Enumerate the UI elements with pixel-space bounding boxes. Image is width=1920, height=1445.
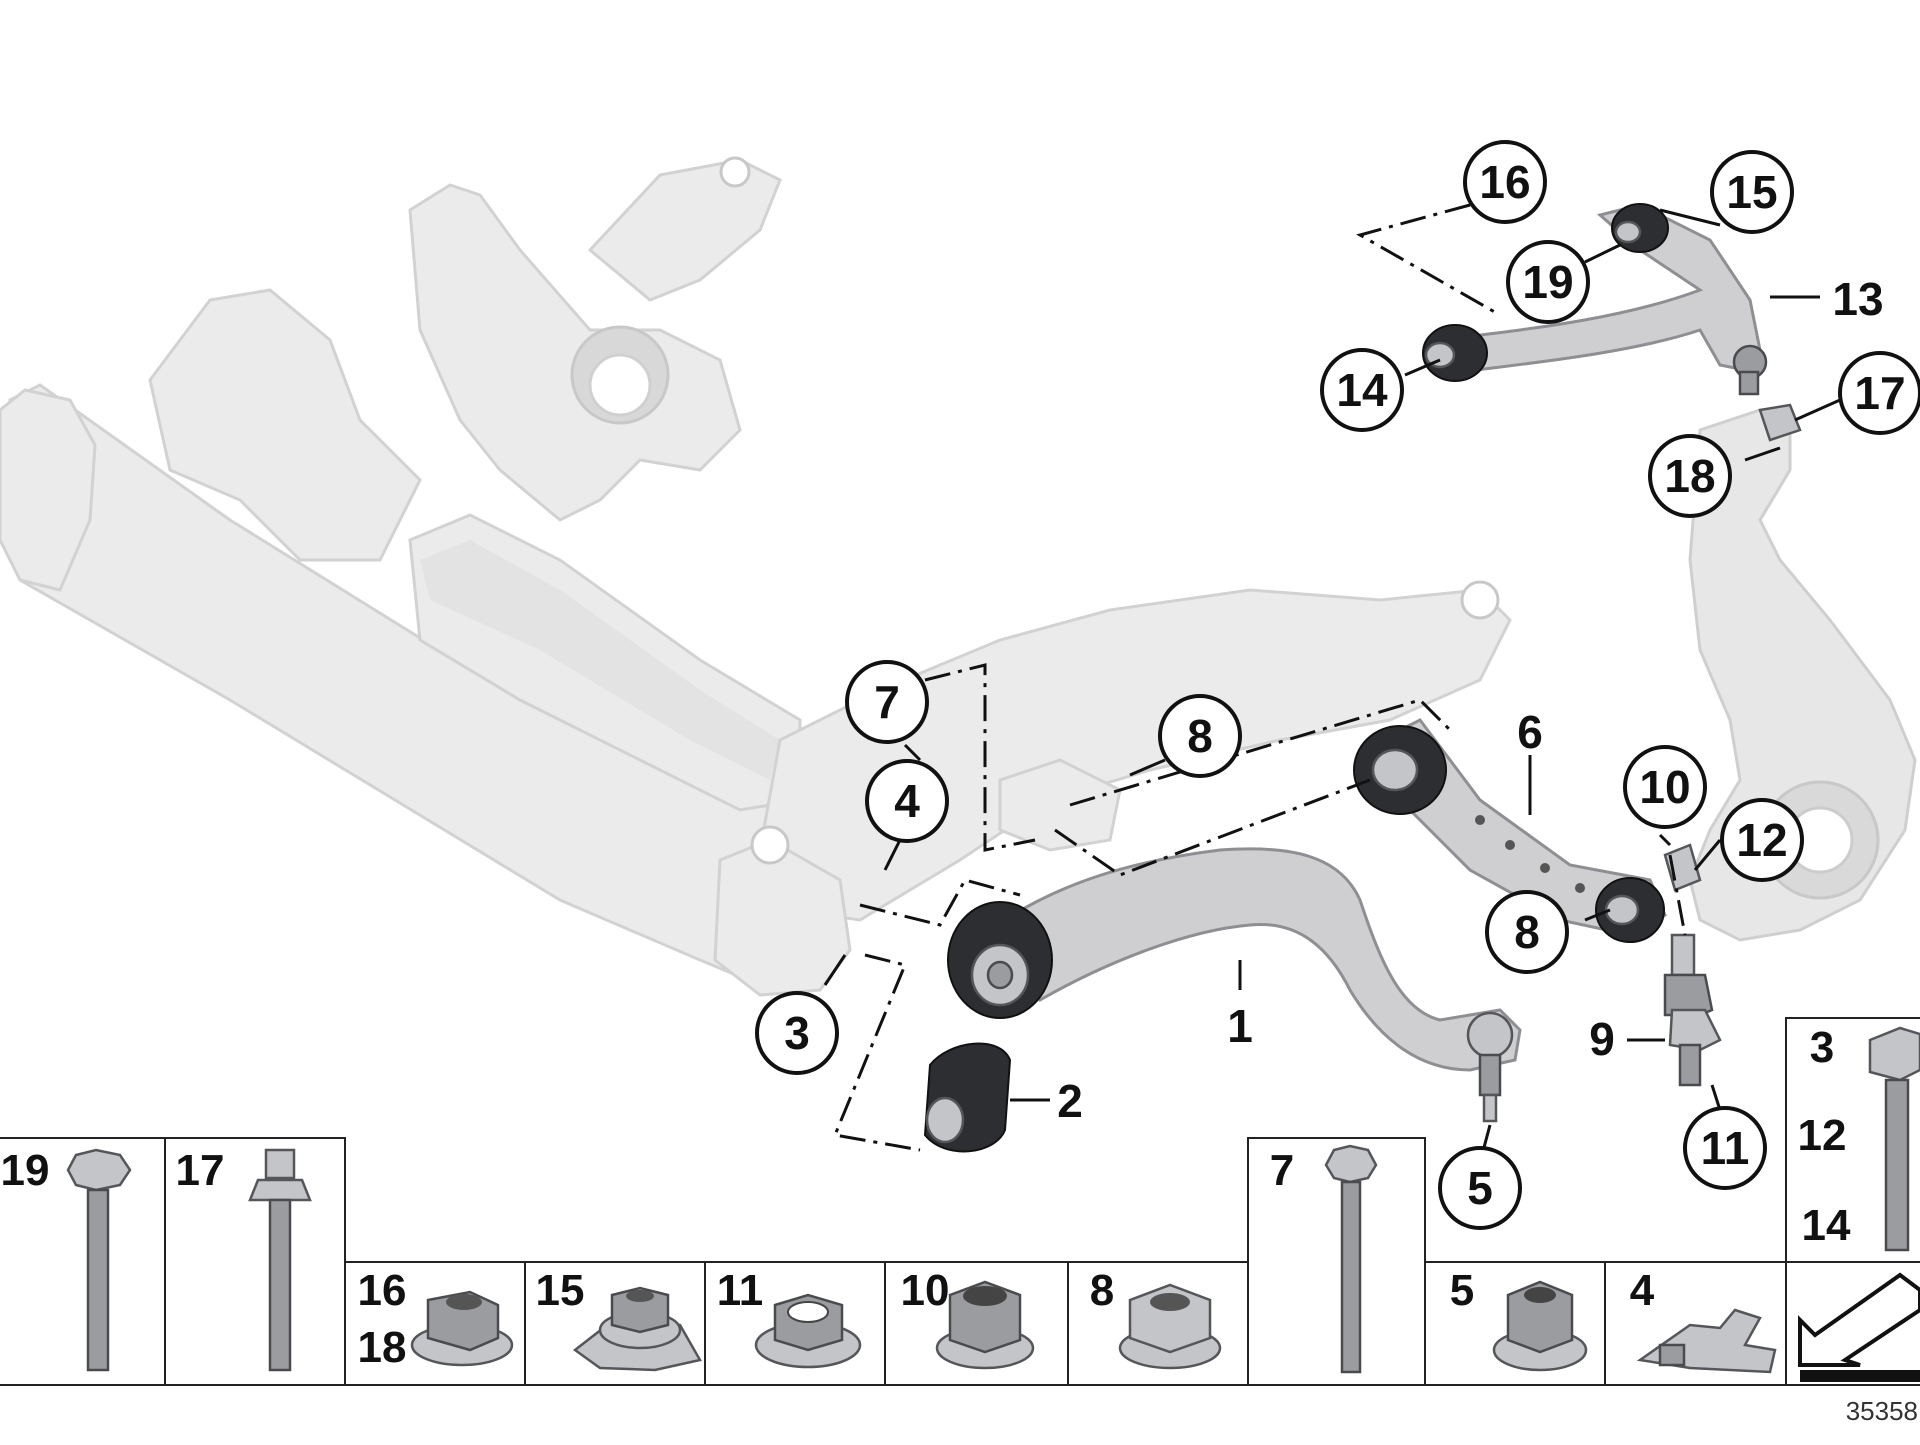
callout-plain: 6 — [1517, 706, 1543, 758]
fastener-cell-17: 17 — [176, 1146, 312, 1372]
svg-text:7: 7 — [874, 676, 900, 728]
fastener-cell-8: 8 — [1090, 1266, 1222, 1370]
svg-text:7: 7 — [1270, 1146, 1294, 1195]
callout: 8 — [1485, 890, 1569, 974]
svg-text:13: 13 — [1832, 273, 1883, 325]
svg-text:2: 2 — [1057, 1075, 1083, 1127]
orientation-arrow-icon — [1798, 1272, 1920, 1382]
svg-text:12: 12 — [1798, 1111, 1847, 1160]
svg-text:10: 10 — [1639, 761, 1690, 813]
traction-strut — [1353, 718, 1667, 943]
callout: 4 — [865, 759, 949, 843]
svg-text:4: 4 — [1630, 1266, 1655, 1315]
callout: 3 — [755, 991, 839, 1075]
callout: 8 — [1158, 694, 1242, 778]
callout-plain: 9 — [1589, 1013, 1615, 1065]
upper-wishbone — [1422, 203, 1768, 396]
svg-text:9: 9 — [1589, 1013, 1615, 1065]
svg-text:4: 4 — [894, 775, 920, 827]
fastener-cell-5: 5 — [1450, 1266, 1588, 1372]
fastener-cell-3-12-14: 3 12 14 — [1798, 1023, 1920, 1252]
rubber-mount — [923, 1042, 1012, 1153]
fastener-cell-11: 11 — [717, 1266, 862, 1369]
leader-lines — [823, 203, 1841, 1156]
callout-plain: 2 — [1057, 1075, 1083, 1127]
callout: 14 — [1320, 348, 1404, 432]
fastener-cell-10: 10 — [901, 1266, 1035, 1370]
fastener-cell-4: 4 — [1630, 1266, 1777, 1374]
svg-text:18: 18 — [1664, 450, 1715, 502]
svg-text:5: 5 — [1467, 1162, 1493, 1214]
svg-text:3: 3 — [784, 1007, 810, 1059]
diagram-id: 35358 — [1846, 1396, 1918, 1426]
svg-text:12: 12 — [1736, 814, 1787, 866]
svg-text:6: 6 — [1517, 706, 1543, 758]
svg-text:8: 8 — [1187, 710, 1213, 762]
svg-text:17: 17 — [176, 1146, 225, 1195]
callout: 12 — [1720, 798, 1804, 882]
svg-text:15: 15 — [1726, 166, 1777, 218]
callout-labels: 16 15 19 13 14 17 18 7 8 6 10 4 12 8 3 1… — [755, 140, 1920, 1230]
callout: 18 — [1648, 434, 1732, 518]
svg-text:14: 14 — [1336, 364, 1388, 416]
knuckle-brackets — [1663, 403, 1802, 892]
svg-text:11: 11 — [1701, 1122, 1750, 1174]
front-subframe — [0, 156, 1512, 997]
fastener-cell-15: 15 — [536, 1266, 702, 1372]
callout: 17 — [1838, 351, 1920, 435]
svg-text:3: 3 — [1810, 1023, 1834, 1072]
callout: 7 — [845, 660, 929, 744]
svg-text:11: 11 — [717, 1266, 764, 1315]
fastener-grid: 19 17 16 18 15 11 — [0, 1017, 1920, 1386]
callout: 10 — [1623, 745, 1707, 829]
svg-text:16: 16 — [1479, 156, 1530, 208]
callout-plain: 1 — [1227, 1000, 1253, 1052]
ball-joint — [1663, 933, 1722, 1087]
svg-text:10: 10 — [901, 1266, 950, 1315]
lower-control-arm — [947, 847, 1522, 1123]
fastener-cell-16-18: 16 18 — [358, 1266, 514, 1372]
svg-text:5: 5 — [1450, 1266, 1474, 1315]
svg-text:1: 1 — [1227, 1000, 1253, 1052]
svg-text:16: 16 — [358, 1266, 407, 1315]
svg-text:19: 19 — [1, 1146, 50, 1195]
svg-text:17: 17 — [1854, 367, 1905, 419]
svg-text:8: 8 — [1514, 906, 1540, 958]
svg-text:19: 19 — [1522, 256, 1573, 308]
svg-text:18: 18 — [358, 1323, 407, 1372]
callout: 19 — [1506, 240, 1590, 324]
svg-text:15: 15 — [536, 1266, 585, 1315]
svg-text:8: 8 — [1090, 1266, 1114, 1315]
fastener-cell-19: 19 — [1, 1146, 132, 1372]
callout: 11 — [1683, 1106, 1767, 1190]
callout: 5 — [1438, 1146, 1522, 1230]
svg-text:14: 14 — [1802, 1201, 1851, 1250]
callout-plain: 13 — [1832, 273, 1883, 325]
fastener-cell-7: 7 — [1270, 1144, 1378, 1374]
callout: 15 — [1710, 150, 1794, 234]
callout: 16 — [1463, 140, 1547, 224]
